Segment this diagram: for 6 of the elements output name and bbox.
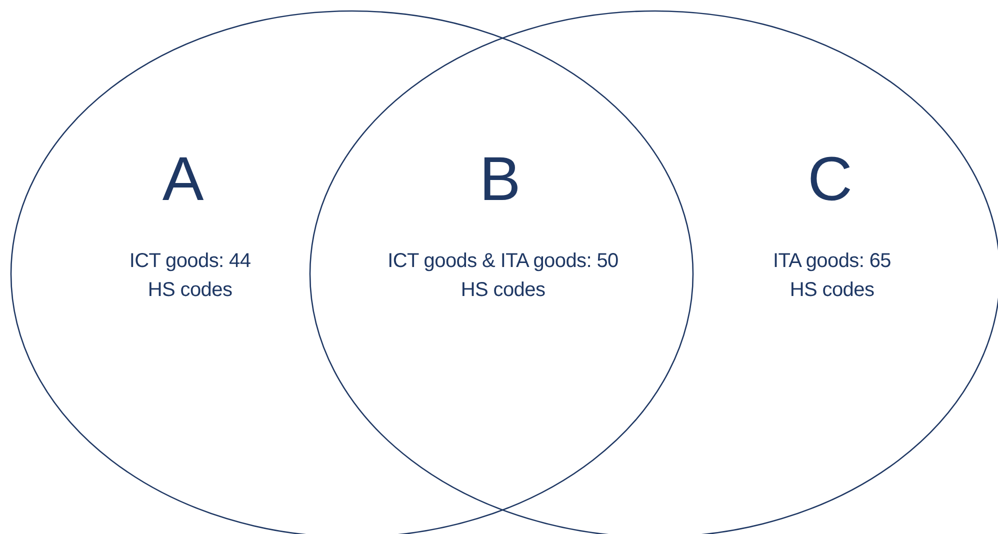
set-letter: B [479,145,521,215]
set-description: ICT goods & ITA goods: 50 HS codes [386,249,620,303]
set-description: ITA goods: 65 HS codes [772,249,892,303]
set-description: ICT goods: 44 HS codes [128,249,252,303]
set-letter: C [808,145,852,215]
set-letter: A [162,145,204,215]
